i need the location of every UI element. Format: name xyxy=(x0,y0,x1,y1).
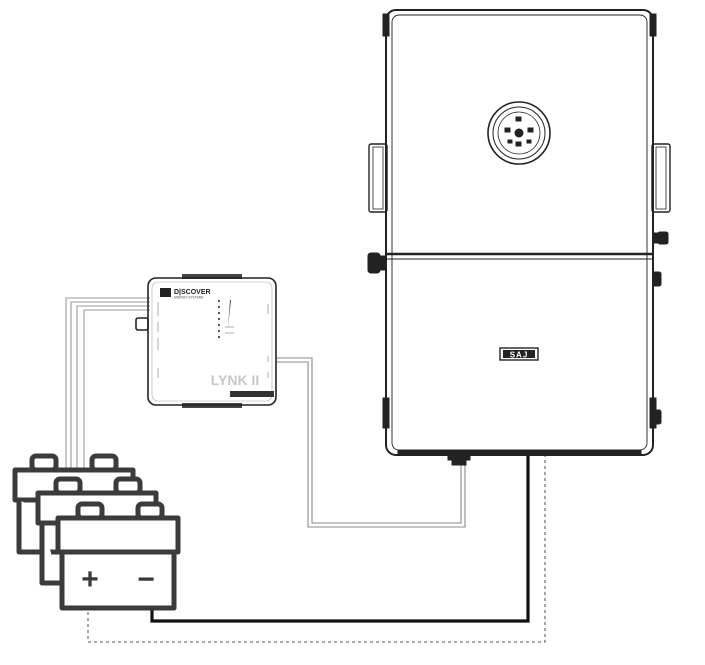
inverter: SAJ xyxy=(367,9,671,466)
dc-dashed-cable xyxy=(87,453,546,643)
inverter-dc-switch xyxy=(367,252,387,274)
lynk-model-label: LYNK II xyxy=(211,372,260,388)
lynk-body xyxy=(147,277,277,406)
inverter-logo-plate xyxy=(499,347,539,361)
inverter-bracket-right xyxy=(651,143,671,213)
lynk-port-legends xyxy=(157,302,269,378)
lynk-gateway: D|SCOVER ENERGY SYSTEMS LYNK II xyxy=(135,274,277,408)
lynk-side-connector xyxy=(135,317,149,331)
battery-positive-symbol: + xyxy=(81,563,99,596)
inverter-cable-glands-right xyxy=(652,231,669,425)
wiring xyxy=(65,297,546,643)
battery-front xyxy=(55,501,181,611)
lynk-status-leds xyxy=(217,299,231,339)
inverter-brand-label: SAJ xyxy=(510,351,529,360)
lynk-battery-comm-cable xyxy=(65,297,150,470)
dc-power-cable xyxy=(150,453,530,623)
lynk-brand-label: D|SCOVER xyxy=(174,289,211,296)
inverter-status-indicator xyxy=(487,101,551,165)
battery-negative-symbol: − xyxy=(137,563,155,596)
inverter-comm-port xyxy=(447,451,471,466)
inverter-body xyxy=(385,9,654,456)
inverter-bracket-left xyxy=(368,143,388,213)
lynk-inverter-comm-cable xyxy=(276,357,466,528)
lynk-brand-tagline: ENERGY SYSTEMS xyxy=(174,296,204,300)
